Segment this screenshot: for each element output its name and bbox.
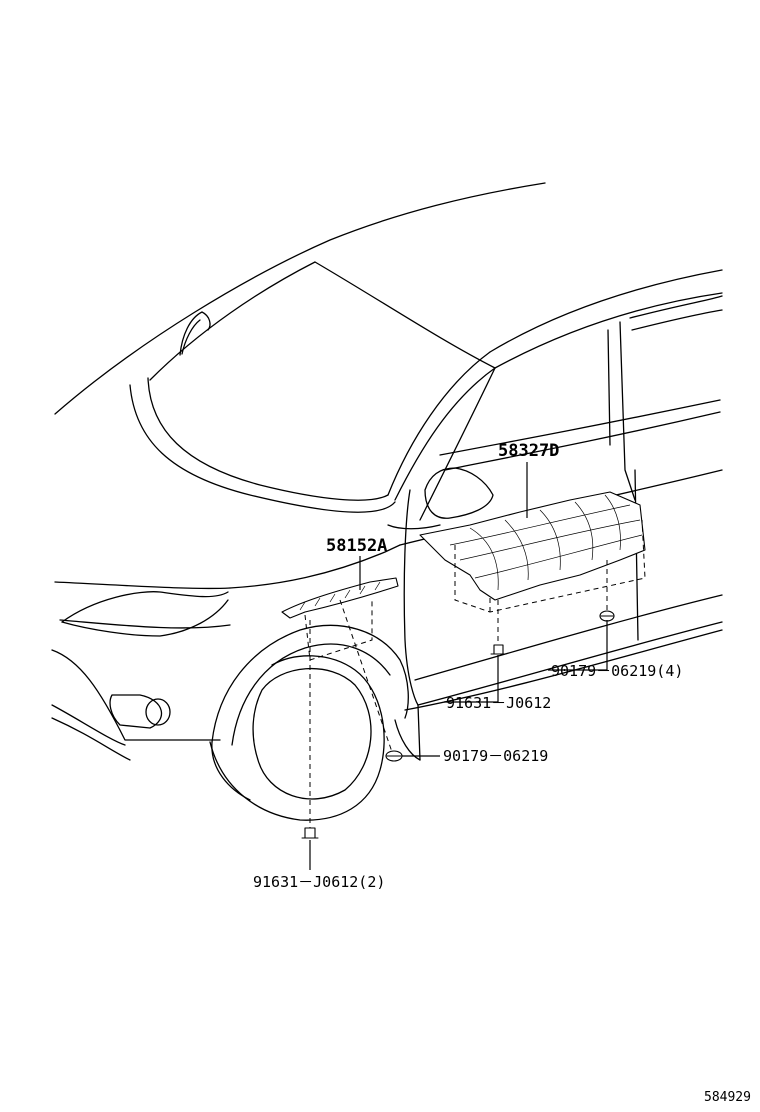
label-58152a: 58152A (326, 536, 387, 556)
label-91631-j0612-2: 91631－J0612(2) (253, 873, 385, 891)
part-58327d-shape (419, 491, 646, 613)
label-90179-06219-4: 90179－06219(4) (551, 662, 683, 680)
part-58152a-shape (281, 577, 399, 661)
bolt-91631-j0612-2-icon (301, 827, 319, 839)
diagram-id: 584929 (704, 1090, 751, 1105)
clip-90179-06219-4-icon (599, 610, 615, 622)
label-90179-06219: 90179－06219 (443, 747, 548, 765)
label-58327d: 58327D (498, 441, 559, 461)
label-91631-j0612: 91631－J0612 (446, 694, 551, 712)
alignment-lines (309, 560, 608, 828)
car-body-outline (51, 182, 723, 821)
bolt-91631-j0612-icon (490, 644, 507, 655)
leader-lines (309, 462, 608, 870)
clip-90179-06219-icon (385, 750, 403, 762)
